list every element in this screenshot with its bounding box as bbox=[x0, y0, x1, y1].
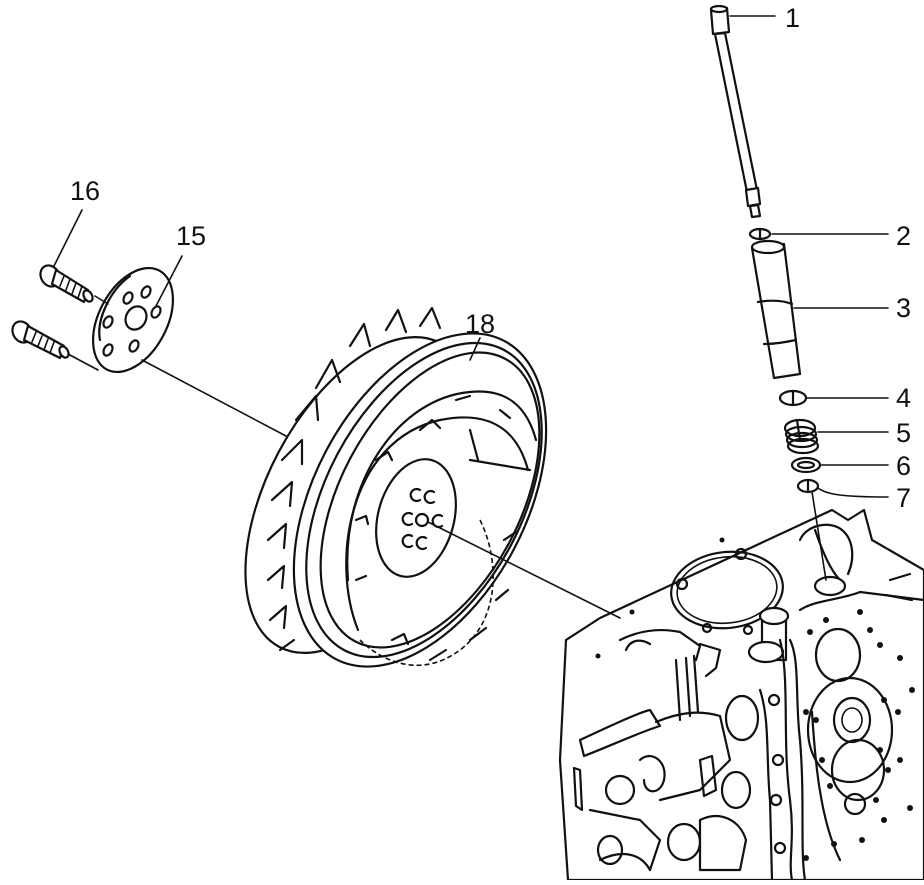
flange-plate bbox=[91, 266, 175, 374]
callout-5: 5 bbox=[896, 418, 911, 448]
assembly-lines bbox=[67, 295, 827, 619]
hub-bolt-holes bbox=[401, 487, 444, 551]
washer-4 bbox=[778, 389, 808, 407]
callout-18: 18 bbox=[465, 309, 495, 339]
callout-16: 16 bbox=[70, 176, 100, 206]
callout-6: 6 bbox=[896, 451, 911, 481]
spring-5 bbox=[783, 418, 820, 455]
callout-4: 4 bbox=[896, 383, 911, 413]
fan-wheel bbox=[244, 306, 548, 668]
callout-leaders bbox=[53, 15, 889, 498]
tube-sleeve bbox=[750, 239, 802, 380]
pushrod-tube bbox=[709, 4, 762, 219]
washer-6 bbox=[790, 456, 822, 474]
callout-15: 15 bbox=[176, 221, 206, 251]
cap-screw-lower bbox=[11, 320, 70, 360]
bolt-holes bbox=[803, 609, 915, 861]
callout-2: 2 bbox=[896, 221, 911, 251]
o-ring-7 bbox=[796, 478, 820, 494]
callout-7: 7 bbox=[896, 483, 911, 513]
engine-block bbox=[558, 508, 924, 882]
callout-1: 1 bbox=[785, 3, 800, 33]
callout-labels: 1 2 3 4 5 6 7 15 16 18 bbox=[70, 3, 911, 513]
callout-3: 3 bbox=[896, 293, 911, 323]
o-ring-upper bbox=[748, 227, 772, 241]
cap-screw-upper bbox=[39, 264, 94, 304]
